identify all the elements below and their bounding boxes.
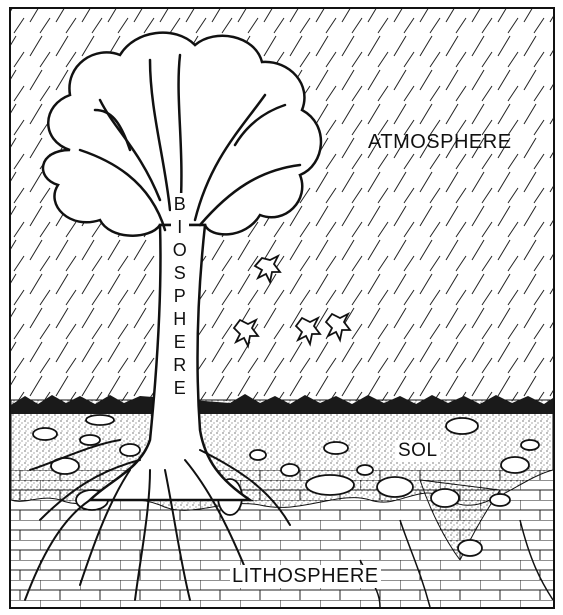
biosphere-letter: E xyxy=(171,377,189,400)
biosphere-letter: P xyxy=(171,285,189,308)
biosphere-letter: O xyxy=(171,239,189,262)
lithosphere-label: LITHOSPHERE xyxy=(230,565,381,588)
biosphere-letter: I xyxy=(171,216,189,239)
biosphere-letter: E xyxy=(171,331,189,354)
biosphere-letter: S xyxy=(171,262,189,285)
biosphere-letter: H xyxy=(171,308,189,331)
biosphere-letter: R xyxy=(171,354,189,377)
atmosphere-label: ATMOSPHERE xyxy=(368,131,512,154)
biosphere-label: B I O S P H E R E xyxy=(171,193,189,400)
sol-label: SOL xyxy=(396,440,440,462)
biosphere-letter: B xyxy=(171,193,189,216)
